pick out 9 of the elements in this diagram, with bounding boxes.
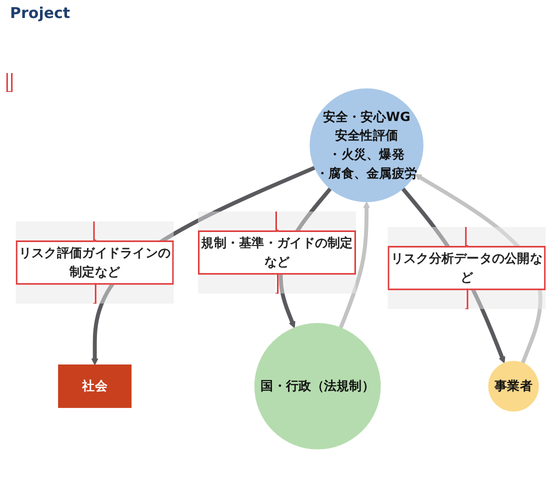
edge-label: リスク評価ガイドラインの制定など — [18, 245, 171, 280]
project-label: Project — [10, 4, 72, 22]
node-box: 社会 — [58, 364, 132, 408]
node-circle: 事業者 — [488, 360, 539, 412]
node-circle: 国・行政（法規制） — [254, 323, 381, 450]
arrow — [338, 201, 370, 329]
edge-label: 規制・基準・ガイドの制定など — [201, 235, 353, 270]
edge-label: リスク分析データの公開など — [390, 250, 543, 285]
node-circle: 安全・安心WG 安全性評価 ・火災、爆発 ・腐食、金属疲労 — [310, 88, 424, 202]
